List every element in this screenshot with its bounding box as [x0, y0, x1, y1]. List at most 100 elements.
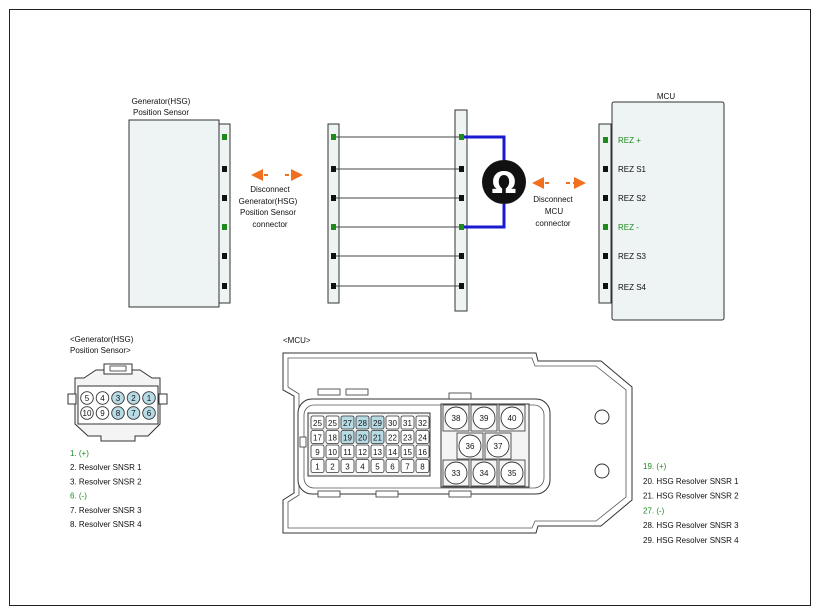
sensor-pin [80, 406, 94, 420]
mcu-pin [385, 415, 400, 430]
sensor-pin [95, 391, 110, 405]
mcu-pin-number: 4 [360, 462, 365, 471]
sensor-pin-number: 9 [100, 409, 105, 418]
sensor-box: Generator(HSG) Position Sensor [128, 97, 231, 308]
mcu-pin-label: REZ S2 [618, 194, 647, 203]
mcu-big-pin-number: 34 [480, 469, 489, 478]
mcu-pin [400, 415, 415, 430]
sensor-connector-title-1: <Generator(HSG) [70, 335, 134, 344]
mcu-pin [340, 430, 355, 444]
mcu-pin [355, 459, 370, 473]
diagram-frame [9, 9, 811, 606]
mcu-pin-number: 2 [330, 462, 335, 471]
mcu-pin-number: 31 [403, 419, 412, 428]
sensor-pin [80, 391, 94, 405]
svg-text:connector: connector [252, 220, 287, 229]
mcu-big-pin-number: 37 [494, 442, 503, 451]
sensor-connector-title-2: Position Sensor> [70, 346, 131, 355]
mcu-pin-number: 21 [373, 433, 382, 442]
svg-text:Generator(HSG): Generator(HSG) [239, 197, 298, 206]
disconnect-label-left: Disconnect Generator(HSG) Position Senso… [239, 185, 298, 229]
mcu-pin [310, 430, 325, 444]
mcu-pin-number: 20 [358, 433, 367, 442]
mcu-big-pin [458, 434, 482, 458]
mcu-pin-number: 29 [373, 419, 382, 428]
mcu-pin-label: REZ - [618, 223, 639, 232]
mcu-pin-number: 27 [343, 419, 352, 428]
svg-text:Disconnect: Disconnect [533, 195, 573, 204]
mcu-pin [355, 430, 370, 444]
mcu-pin-label: REZ + [618, 136, 641, 145]
mcu-big-pin-number: 39 [480, 414, 489, 423]
mcu-pin [415, 430, 430, 444]
sensor-pin [126, 406, 141, 420]
mcu-pin [385, 444, 400, 459]
sensor-pin-description: 3. Resolver SNSR 2 [70, 477, 142, 486]
mcu-pin [310, 444, 325, 459]
mcu-pin-number: 9 [315, 448, 320, 457]
mcu-big-pin [444, 406, 468, 430]
sensor-pin-number: 6 [147, 409, 152, 418]
sensor-box-title-1: Generator(HSG) [132, 97, 191, 106]
mcu-pin-number: 22 [388, 433, 397, 442]
sensor-pin-list: 1. (+) 2. Resolver SNSR 1 3. Resolver SNSR… [70, 449, 142, 529]
sensor-pin-number: 3 [116, 394, 121, 403]
mcu-big-pin-number: 33 [452, 469, 461, 478]
mcu-big-pin-number: 35 [508, 469, 517, 478]
mcu-pin-description: 28. HSG Resolver SNSR 3 [643, 521, 739, 530]
mcu-pin-number: 7 [405, 462, 410, 471]
mcu-pin [415, 444, 430, 459]
mcu-pin-number: 16 [418, 448, 427, 457]
mcu-pin-description: 27. (-) [643, 506, 665, 515]
mcu-pin [325, 444, 340, 459]
mcu-box: MCU REZ + REZ S1 REZ S2 REZ - REZ S3 REZ… [598, 92, 725, 321]
disconnect-label-right: Disconnect MCU connector [533, 195, 573, 228]
mcu-pin [310, 459, 325, 473]
mcu-pin-number: 6 [390, 462, 395, 471]
sensor-pin-number: 4 [100, 394, 105, 403]
svg-text:MCU: MCU [545, 207, 563, 216]
mcu-pin-number: 13 [373, 448, 382, 457]
mcu-pin [370, 415, 385, 430]
mcu-pin-number: 5 [375, 462, 380, 471]
mcu-pin [325, 430, 340, 444]
mcu-pin-label: REZ S3 [618, 252, 647, 261]
mcu-pin-number: 32 [418, 419, 427, 428]
sensor-pin [111, 391, 125, 405]
test-harness [327, 109, 468, 312]
svg-text:Position Sensor: Position Sensor [240, 208, 296, 217]
mcu-pin [340, 415, 355, 430]
mcu-pin [385, 430, 400, 444]
mcu-big-pin [472, 406, 496, 430]
mcu-connector-title: <MCU> [283, 336, 311, 345]
svg-text:connector: connector [535, 219, 570, 228]
mcu-pin-number: 11 [343, 448, 352, 457]
sensor-pin-description: 2. Resolver SNSR 1 [70, 463, 142, 472]
mcu-box-title: MCU [657, 92, 675, 101]
mcu-pin-number: 30 [388, 419, 397, 428]
mcu-pin [385, 459, 400, 473]
mcu-big-pin [500, 406, 524, 430]
sensor-pin-number: 1 [147, 394, 152, 403]
mcu-pin-number: 1 [315, 462, 320, 471]
sensor-pin-number: 8 [116, 409, 121, 418]
mcu-pin [325, 459, 340, 473]
mcu-pin [415, 459, 430, 473]
mcu-pin [355, 415, 370, 430]
svg-text:Disconnect: Disconnect [250, 185, 290, 194]
ohm-icon: Ω [492, 166, 517, 200]
sensor-pin [142, 406, 156, 420]
mcu-pin-description: 21. HSG Resolver SNSR 2 [643, 492, 739, 501]
mcu-pin-description: 20. HSG Resolver SNSR 1 [643, 477, 739, 486]
sensor-pin-number: 10 [83, 409, 92, 418]
mcu-pin-description: 29. HSG Resolver SNSR 4 [643, 536, 739, 545]
mcu-pin-number: 10 [328, 448, 337, 457]
mcu-pin [370, 430, 385, 444]
sensor-pin-description: 1. (+) [70, 449, 89, 458]
mcu-big-pin [500, 461, 524, 485]
mcu-big-pin [472, 461, 496, 485]
mcu-pin-number: 25 [313, 419, 322, 428]
mcu-pin-number: 24 [418, 433, 427, 442]
mcu-big-pin-number: 38 [452, 414, 461, 423]
